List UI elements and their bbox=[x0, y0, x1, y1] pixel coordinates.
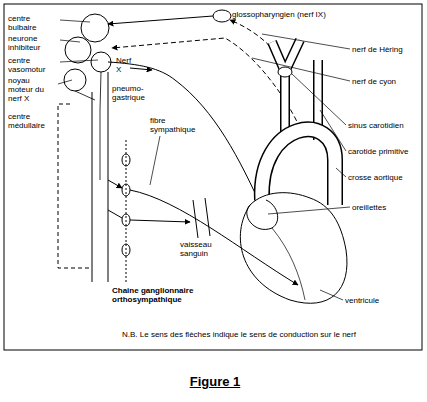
leader-line bbox=[150, 136, 160, 185]
vessel-fiber bbox=[108, 210, 190, 222]
medullary-bracket bbox=[58, 104, 90, 268]
part-label: pneumo-gastrique bbox=[112, 84, 162, 102]
heart bbox=[240, 193, 347, 304]
atrium bbox=[247, 200, 278, 229]
vagus-nerve bbox=[108, 62, 262, 208]
sympathetic-fiber bbox=[130, 190, 298, 285]
leader-line bbox=[252, 34, 350, 300]
part-label: centre vasomotur bbox=[8, 56, 63, 74]
pointer-arrow bbox=[130, 68, 152, 70]
ganglion bbox=[122, 214, 130, 226]
ganglion bbox=[122, 154, 130, 166]
part-label: centre médullaire bbox=[8, 112, 53, 130]
vagus-nucleus bbox=[64, 69, 86, 91]
descending-fiber bbox=[75, 72, 101, 180]
septum bbox=[272, 228, 305, 300]
part-label: noyau moteur du nerf X bbox=[8, 76, 56, 104]
ganglion bbox=[122, 184, 130, 196]
part-label: nerf de Hèring bbox=[352, 45, 422, 54]
part-label: glossopharyngien (nerf IX) bbox=[232, 10, 392, 19]
figure-frame bbox=[4, 4, 422, 350]
glossopharyngeal-nerve bbox=[108, 16, 213, 24]
part-label: vaisseau sanguin bbox=[180, 240, 230, 258]
part-label: sinus carotidien bbox=[348, 121, 423, 130]
part-label: Chaine ganglionnaire orthosympathique bbox=[112, 286, 207, 304]
figure-caption: Figure 1 bbox=[160, 374, 270, 389]
part-label: Nerf X bbox=[116, 56, 138, 74]
part-label: fibre sympathique bbox=[150, 116, 202, 134]
bulb-centre bbox=[81, 14, 109, 42]
part-label: ventricule bbox=[345, 296, 405, 305]
ganglion bbox=[122, 244, 130, 256]
preganglionic-fiber bbox=[108, 180, 122, 188]
blood-vessel bbox=[193, 198, 210, 238]
leader-line bbox=[58, 20, 98, 84]
part-label: crosse aortique bbox=[348, 173, 423, 182]
carotid-sinus bbox=[278, 67, 292, 77]
part-label: centre bulbaire bbox=[8, 14, 60, 32]
part-label: nerf de cyon bbox=[352, 77, 422, 86]
ganglion-chain bbox=[126, 140, 127, 282]
part-label: carotide primitive bbox=[348, 147, 423, 156]
part-label: N.B. Le sens des flèches indique le sens… bbox=[122, 330, 418, 339]
part-label: neurone inhibiteur bbox=[8, 34, 63, 52]
glossopharyngeal-ganglion bbox=[213, 10, 231, 22]
part-label: oreillettes bbox=[352, 203, 412, 212]
